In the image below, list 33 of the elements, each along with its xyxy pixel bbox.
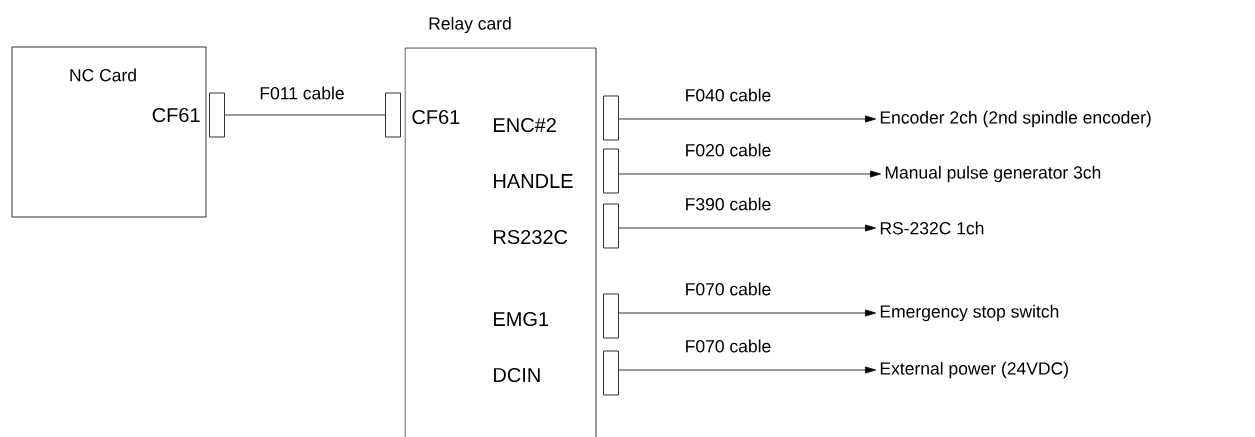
cable-label: F011 cable	[260, 86, 344, 100]
cable-line	[618, 224, 876, 232]
connector	[603, 203, 619, 249]
connector	[603, 148, 619, 194]
connector-label: RS232C	[494, 229, 568, 245]
cable-line	[618, 170, 881, 178]
connector	[603, 95, 619, 141]
cable-label: F020 cable	[686, 143, 771, 157]
device-label: Emergency stop switch	[880, 304, 1059, 322]
connector-label: CF61	[412, 109, 460, 125]
device-label: External power (24VDC)	[880, 361, 1068, 379]
connector	[209, 92, 225, 138]
device-label: Encoder 2ch (2nd spindle encoder)	[880, 110, 1151, 128]
cable-label: F070 cable	[686, 339, 771, 353]
card-title: Relay card	[429, 16, 511, 34]
card-title: NC Card	[70, 68, 136, 82]
cable-line	[618, 115, 876, 123]
cable-label: F390 cable	[686, 197, 771, 211]
connector-label: HANDLE	[494, 174, 573, 188]
connector-label: EMG1	[494, 311, 549, 327]
device-label: Manual pulse generator 3ch	[885, 165, 1101, 183]
cable-line	[224, 114, 386, 116]
connector	[603, 293, 619, 339]
cable-line	[618, 309, 876, 317]
cable-line	[618, 366, 876, 374]
connector-label: CF61	[152, 107, 200, 123]
connector	[385, 92, 401, 138]
connector-label: ENC#2	[494, 117, 556, 133]
cable-label: F040 cable	[686, 88, 771, 102]
connector-label: DCIN	[494, 367, 540, 383]
cable-label: F070 cable	[686, 282, 771, 296]
device-label: RS-232C 1ch	[880, 221, 984, 235]
connector	[603, 350, 619, 396]
